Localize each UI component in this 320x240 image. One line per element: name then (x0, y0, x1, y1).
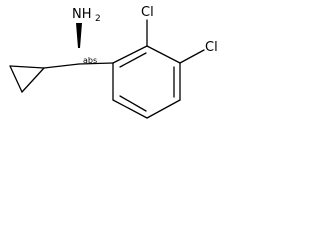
wedge-bond-amine (76, 23, 82, 48)
bond-center-to-ring (78, 62, 114, 65)
stereo-annotation: abs (83, 56, 97, 65)
bond-cyclopropyl-2 (9, 65, 23, 93)
bond-cyclopropyl-3 (21, 67, 45, 93)
chloro-label-1: Cl (141, 5, 154, 20)
bond-cyclopropyl-attach (43, 63, 80, 69)
chemical-structure: NH 2 abs Cl Cl (9, 5, 218, 119)
chloro-label-2: Cl (205, 40, 218, 55)
amine-subscript: 2 (95, 14, 101, 24)
bond-cyclopropyl-1 (9, 65, 45, 69)
ring-bond-4 (146, 99, 181, 119)
ring-bond-2 (146, 45, 181, 64)
ring-double-bond-3 (119, 95, 147, 112)
ring-double-bond-1 (119, 52, 147, 68)
amine-label: NH (72, 7, 92, 22)
ring-bond-5 (112, 99, 148, 119)
ring-bond-1 (112, 45, 148, 64)
bond-chloro-2 (179, 49, 205, 64)
